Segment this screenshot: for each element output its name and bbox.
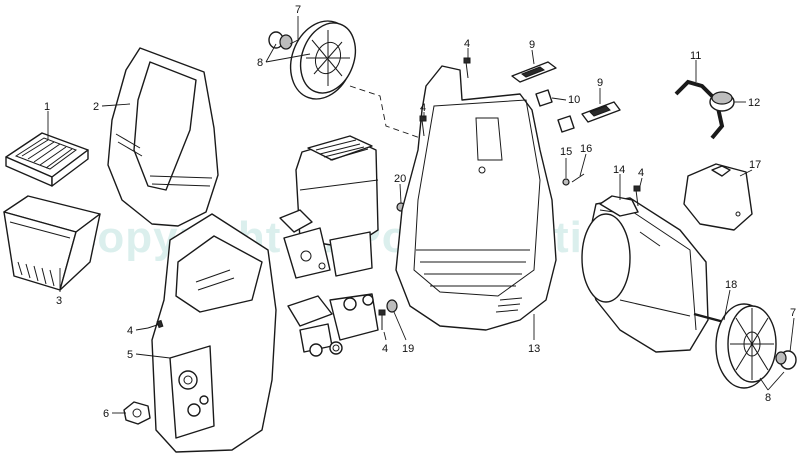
part-5-front-panel [151,213,277,453]
callout-11: 11 [690,50,701,62]
part-15-16-fasteners [562,173,585,186]
part-9-clip-lower [581,101,621,123]
callout-5: 5 [127,349,133,361]
part-7-wheel-cap-top [268,31,293,50]
part-4-screw-front [147,319,164,329]
callout-4-chassis-side: 4 [420,102,426,114]
part-9-clip-upper [511,61,557,83]
callout-4-rear: 4 [638,167,644,179]
callout-4-front: 4 [127,325,133,337]
callout-4-chassis-top: 4 [464,38,470,50]
part-3-filter-basket [3,195,101,291]
callout-19: 19 [402,343,414,355]
part-2-upper-cover [107,47,219,227]
callout-9-lower: 9 [597,77,603,89]
callout-2: 2 [93,101,99,113]
part-11-hose [674,79,725,140]
part-8-wheel-top [289,20,357,100]
part-1-filter-grille [5,132,89,187]
part-4-screw-rear [633,185,641,207]
callout-6: 6 [103,408,109,420]
callout-10: 10 [568,94,580,106]
part-17-detergent-tank [683,163,753,231]
part-4-screw-chassis-top [463,57,471,79]
part-7-wheel-cap-right [775,350,797,370]
callout-17: 17 [749,159,761,171]
axle-alignment-line [349,85,427,141]
callout-13: 13 [528,343,540,355]
part-6-knob [123,401,151,425]
part-14-rear-frame [581,195,709,353]
callout-labels: 1 2 3 4 5 6 7 8 4 4 9 9 10 11 12 13 14 1… [44,4,796,420]
part-18-axle [693,312,725,324]
callout-8-right: 8 [765,392,771,404]
leader-lines [47,16,795,414]
part-13-main-chassis [395,65,557,331]
part-4-screw-chassis-side [419,115,427,137]
callout-14: 14 [613,164,625,176]
callout-4-pump: 4 [382,343,388,355]
callout-9-upper: 9 [529,39,535,51]
part-19-washer [386,299,398,313]
callout-7-right: 7 [790,307,796,319]
part-8-wheel-right [715,303,777,389]
callout-3: 3 [56,295,62,307]
callout-16: 16 [580,143,592,155]
pump-head-assembly [287,293,379,357]
callout-1: 1 [44,101,50,113]
callout-20: 20 [394,173,406,185]
callout-8-top: 8 [257,57,263,69]
callout-15: 15 [560,146,572,158]
part-10-valve [535,89,575,133]
callout-12: 12 [748,97,760,109]
motor-assembly [279,135,379,279]
callout-18: 18 [725,279,737,291]
part-12-reservoir-cap [709,91,735,112]
callout-7-top: 7 [295,4,301,16]
part-4-screw-pump [378,309,386,330]
